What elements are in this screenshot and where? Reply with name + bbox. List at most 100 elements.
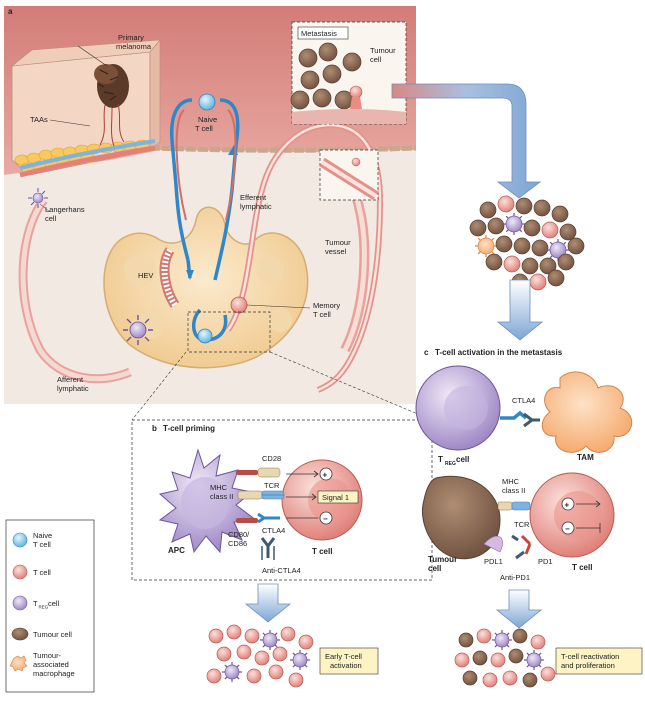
early-cell-7 <box>236 644 252 660</box>
reactivation-cells <box>454 628 556 688</box>
legend-tam-3: macrophage <box>33 669 75 678</box>
reactivation-label-2: and proliferation <box>561 661 615 670</box>
legend-tcell: T cell <box>33 568 51 577</box>
panel-c-minus-icon <box>561 521 575 535</box>
reactivation-cell-10 <box>462 670 478 686</box>
pd1-label: PD1 <box>538 557 553 566</box>
early-activation-label-2: activation <box>330 661 362 670</box>
cluster-cell-1 <box>497 195 515 213</box>
legend-tam-1: Tumour- <box>33 651 62 660</box>
reactivation-cell-7 <box>490 652 506 668</box>
tumour-label-2: cell <box>428 564 441 573</box>
apc-cell <box>158 448 258 554</box>
macrophage-icon <box>9 655 28 672</box>
skin-lymph-vessel <box>19 139 156 170</box>
reactivation-cell-9 <box>526 652 542 668</box>
metastasis-arrow <box>391 83 542 199</box>
early-cell-10 <box>292 652 308 668</box>
tumour-vessel-label-2: vessel <box>325 247 347 256</box>
naive-label-1: Naive <box>198 115 217 124</box>
panel-c-title: T-cell activation in the metastasis <box>435 348 563 357</box>
skin-blood-vessel <box>19 145 156 178</box>
plus-sign-b: + <box>323 471 328 480</box>
naive-circulation-path-down <box>169 98 193 261</box>
panel-c-ctla4-label: CTLA4 <box>512 396 535 405</box>
primary-melanoma <box>94 64 129 147</box>
panel-c-tam <box>541 371 633 453</box>
cluster-cell-18 <box>503 255 521 273</box>
arrow-to-panel-c <box>496 279 544 341</box>
cluster-cell-6 <box>487 217 505 235</box>
met-tumour-label-1: Tumour <box>370 46 396 55</box>
metastasis-label: Metastasis <box>301 29 337 38</box>
early-cell-12 <box>246 668 262 684</box>
reactivation-cell-12 <box>502 670 518 686</box>
pdl1-label: PDL1 <box>484 557 503 566</box>
cd80-ctla4 <box>236 512 280 524</box>
anti-ctla4-antibody <box>260 537 276 560</box>
minus-sign-c: − <box>565 525 570 534</box>
cluster-cell-12 <box>495 235 513 253</box>
reactivation-cell-14 <box>540 666 556 682</box>
panel-c-ctla4 <box>500 410 540 428</box>
panel-c-tcr: TCR <box>514 520 530 529</box>
legend-tumour: Tumour cell <box>33 630 72 639</box>
naive-t-cell <box>198 93 216 111</box>
memory-label-2: T cell <box>313 310 331 319</box>
cluster-cell-11 <box>477 237 495 255</box>
cluster-cell-5 <box>469 219 487 237</box>
cluster-cell-19 <box>521 257 539 275</box>
taas-label: TAAs <box>30 115 48 124</box>
reactivation-cell-13 <box>522 672 538 688</box>
panel-b-letter: b <box>152 424 157 433</box>
metastasis-cluster <box>469 195 585 291</box>
cluster-cell-9 <box>541 221 559 239</box>
reactivation-cell-2 <box>494 632 510 648</box>
cluster-cell-7 <box>505 215 523 233</box>
mhc-tcr-complex <box>237 490 285 500</box>
primary-melanoma-label-1: Primary <box>118 33 144 42</box>
inhibit-minus-icon <box>319 511 333 525</box>
treg-label-cell: cell <box>456 455 469 464</box>
reactivation-cell-1 <box>476 628 492 644</box>
primary-melanoma-leader <box>77 45 108 67</box>
panel-a-letter: a <box>8 7 13 16</box>
reactivation-cell-8 <box>508 648 524 664</box>
taas-leader <box>49 119 91 127</box>
early-cell-5 <box>298 634 314 650</box>
cluster-cell-16 <box>567 237 585 255</box>
legend-treg-cell: cell <box>48 599 60 608</box>
cluster-cell-14 <box>531 239 549 257</box>
legend-treg-sub: REG <box>39 605 49 610</box>
reactivation-box <box>555 647 643 675</box>
cluster-cell-13 <box>513 237 531 255</box>
cluster-cell-2 <box>515 197 533 215</box>
priming-zoom-box <box>187 311 271 353</box>
early-cell-6 <box>216 646 232 662</box>
cluster-cell-23 <box>529 273 547 291</box>
panel-b-title: T-cell priming <box>163 424 215 433</box>
langerhans-label-1: Langerhans <box>45 205 85 214</box>
cluster-cell-17 <box>485 253 503 271</box>
anti-pd1-label: Anti-PD1 <box>500 573 530 582</box>
pd1-receptor <box>511 534 532 560</box>
panel-c-plus-icon <box>561 497 575 511</box>
early-cell-15 <box>206 668 222 684</box>
early-cell-0 <box>208 628 224 644</box>
legend-naive-2: T cell <box>33 540 51 549</box>
cluster-cell-24 <box>547 269 565 287</box>
memory-t-cell <box>230 296 248 314</box>
metastasis-cell-5 <box>312 88 332 108</box>
cd28-label: CD28 <box>262 454 281 463</box>
early-activation-cells <box>206 624 314 688</box>
panel-a: a Primary melanoma TAAs <box>4 6 417 404</box>
afferent-label-1: Afferent <box>57 375 84 384</box>
early-activation-label-1: Early T-cell <box>325 652 362 661</box>
plus-sign-c: + <box>565 501 570 510</box>
pdl1-ligand <box>483 535 503 553</box>
hev-label: HEV <box>138 271 153 280</box>
memory-label-1: Memory <box>313 301 340 310</box>
reactivation-cell-4 <box>530 634 546 650</box>
cluster-cell-3 <box>533 199 551 217</box>
